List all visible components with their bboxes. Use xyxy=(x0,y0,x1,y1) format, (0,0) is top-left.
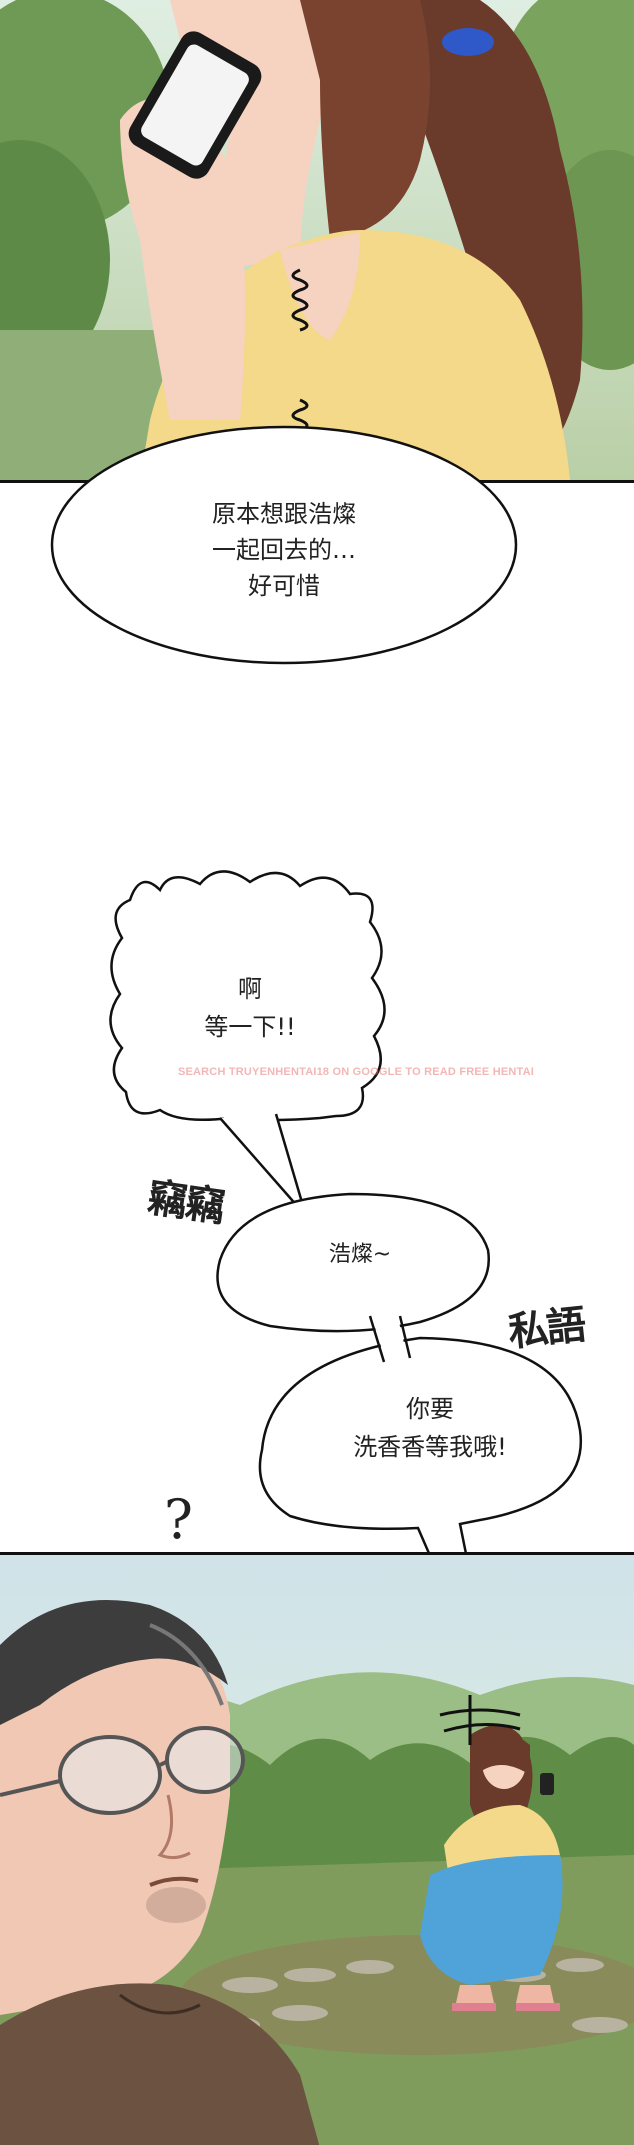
bubble-wait-shape xyxy=(109,870,386,1217)
bubble-pity-shape xyxy=(50,425,518,665)
hair-tie xyxy=(442,28,494,56)
bubble-pity-text: 原本想跟浩燦 一起回去的… 好可惜 xyxy=(212,500,356,600)
old-man xyxy=(0,1600,320,2145)
arm xyxy=(120,97,245,420)
watermark: SEARCH TRUYENHENTAI18 ON GOOGLE TO READ … xyxy=(177,1066,535,1078)
bubble-bath-shape xyxy=(258,1336,583,1713)
panel-park-art xyxy=(0,1555,634,2145)
sfx-question: ? xyxy=(164,1488,193,1551)
panel-woman-on-phone xyxy=(0,0,634,483)
crouching-woman xyxy=(420,1725,563,2011)
bubble-bath-text: 你要 洗香香等我哦! xyxy=(353,1395,507,1461)
yellow-shirt xyxy=(140,230,570,480)
bubble-connector xyxy=(368,1315,412,1363)
bubble-wait-text: 啊 等一下!! xyxy=(204,975,296,1041)
panel-park-scene xyxy=(0,1552,634,2145)
panel-woman-art xyxy=(0,0,634,480)
bubble-name-text: 浩燦~ xyxy=(328,1242,392,1267)
bubble-name-shape xyxy=(216,1192,491,1333)
